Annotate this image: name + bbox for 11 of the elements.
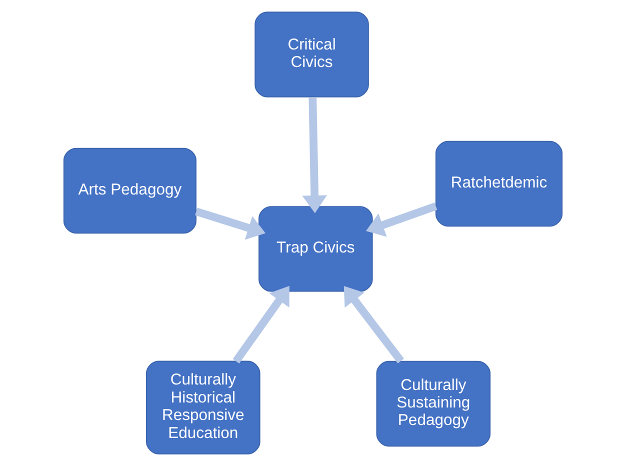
node-box: Ratchetdemic: [435, 140, 563, 227]
arrow: [195, 208, 266, 240]
node-box: Culturally Historical Responsive Education: [146, 360, 260, 454]
node-box: Critical Civics: [254, 12, 369, 98]
node-box: Culturally Sustaining Pedagogy: [376, 360, 491, 447]
arrow: [366, 202, 438, 237]
arrow: [232, 286, 290, 364]
arrow: [344, 286, 404, 364]
node-box: Arts Pedagogy: [63, 148, 196, 234]
arrow: [302, 97, 327, 214]
node-box: Trap Civics: [258, 206, 373, 292]
